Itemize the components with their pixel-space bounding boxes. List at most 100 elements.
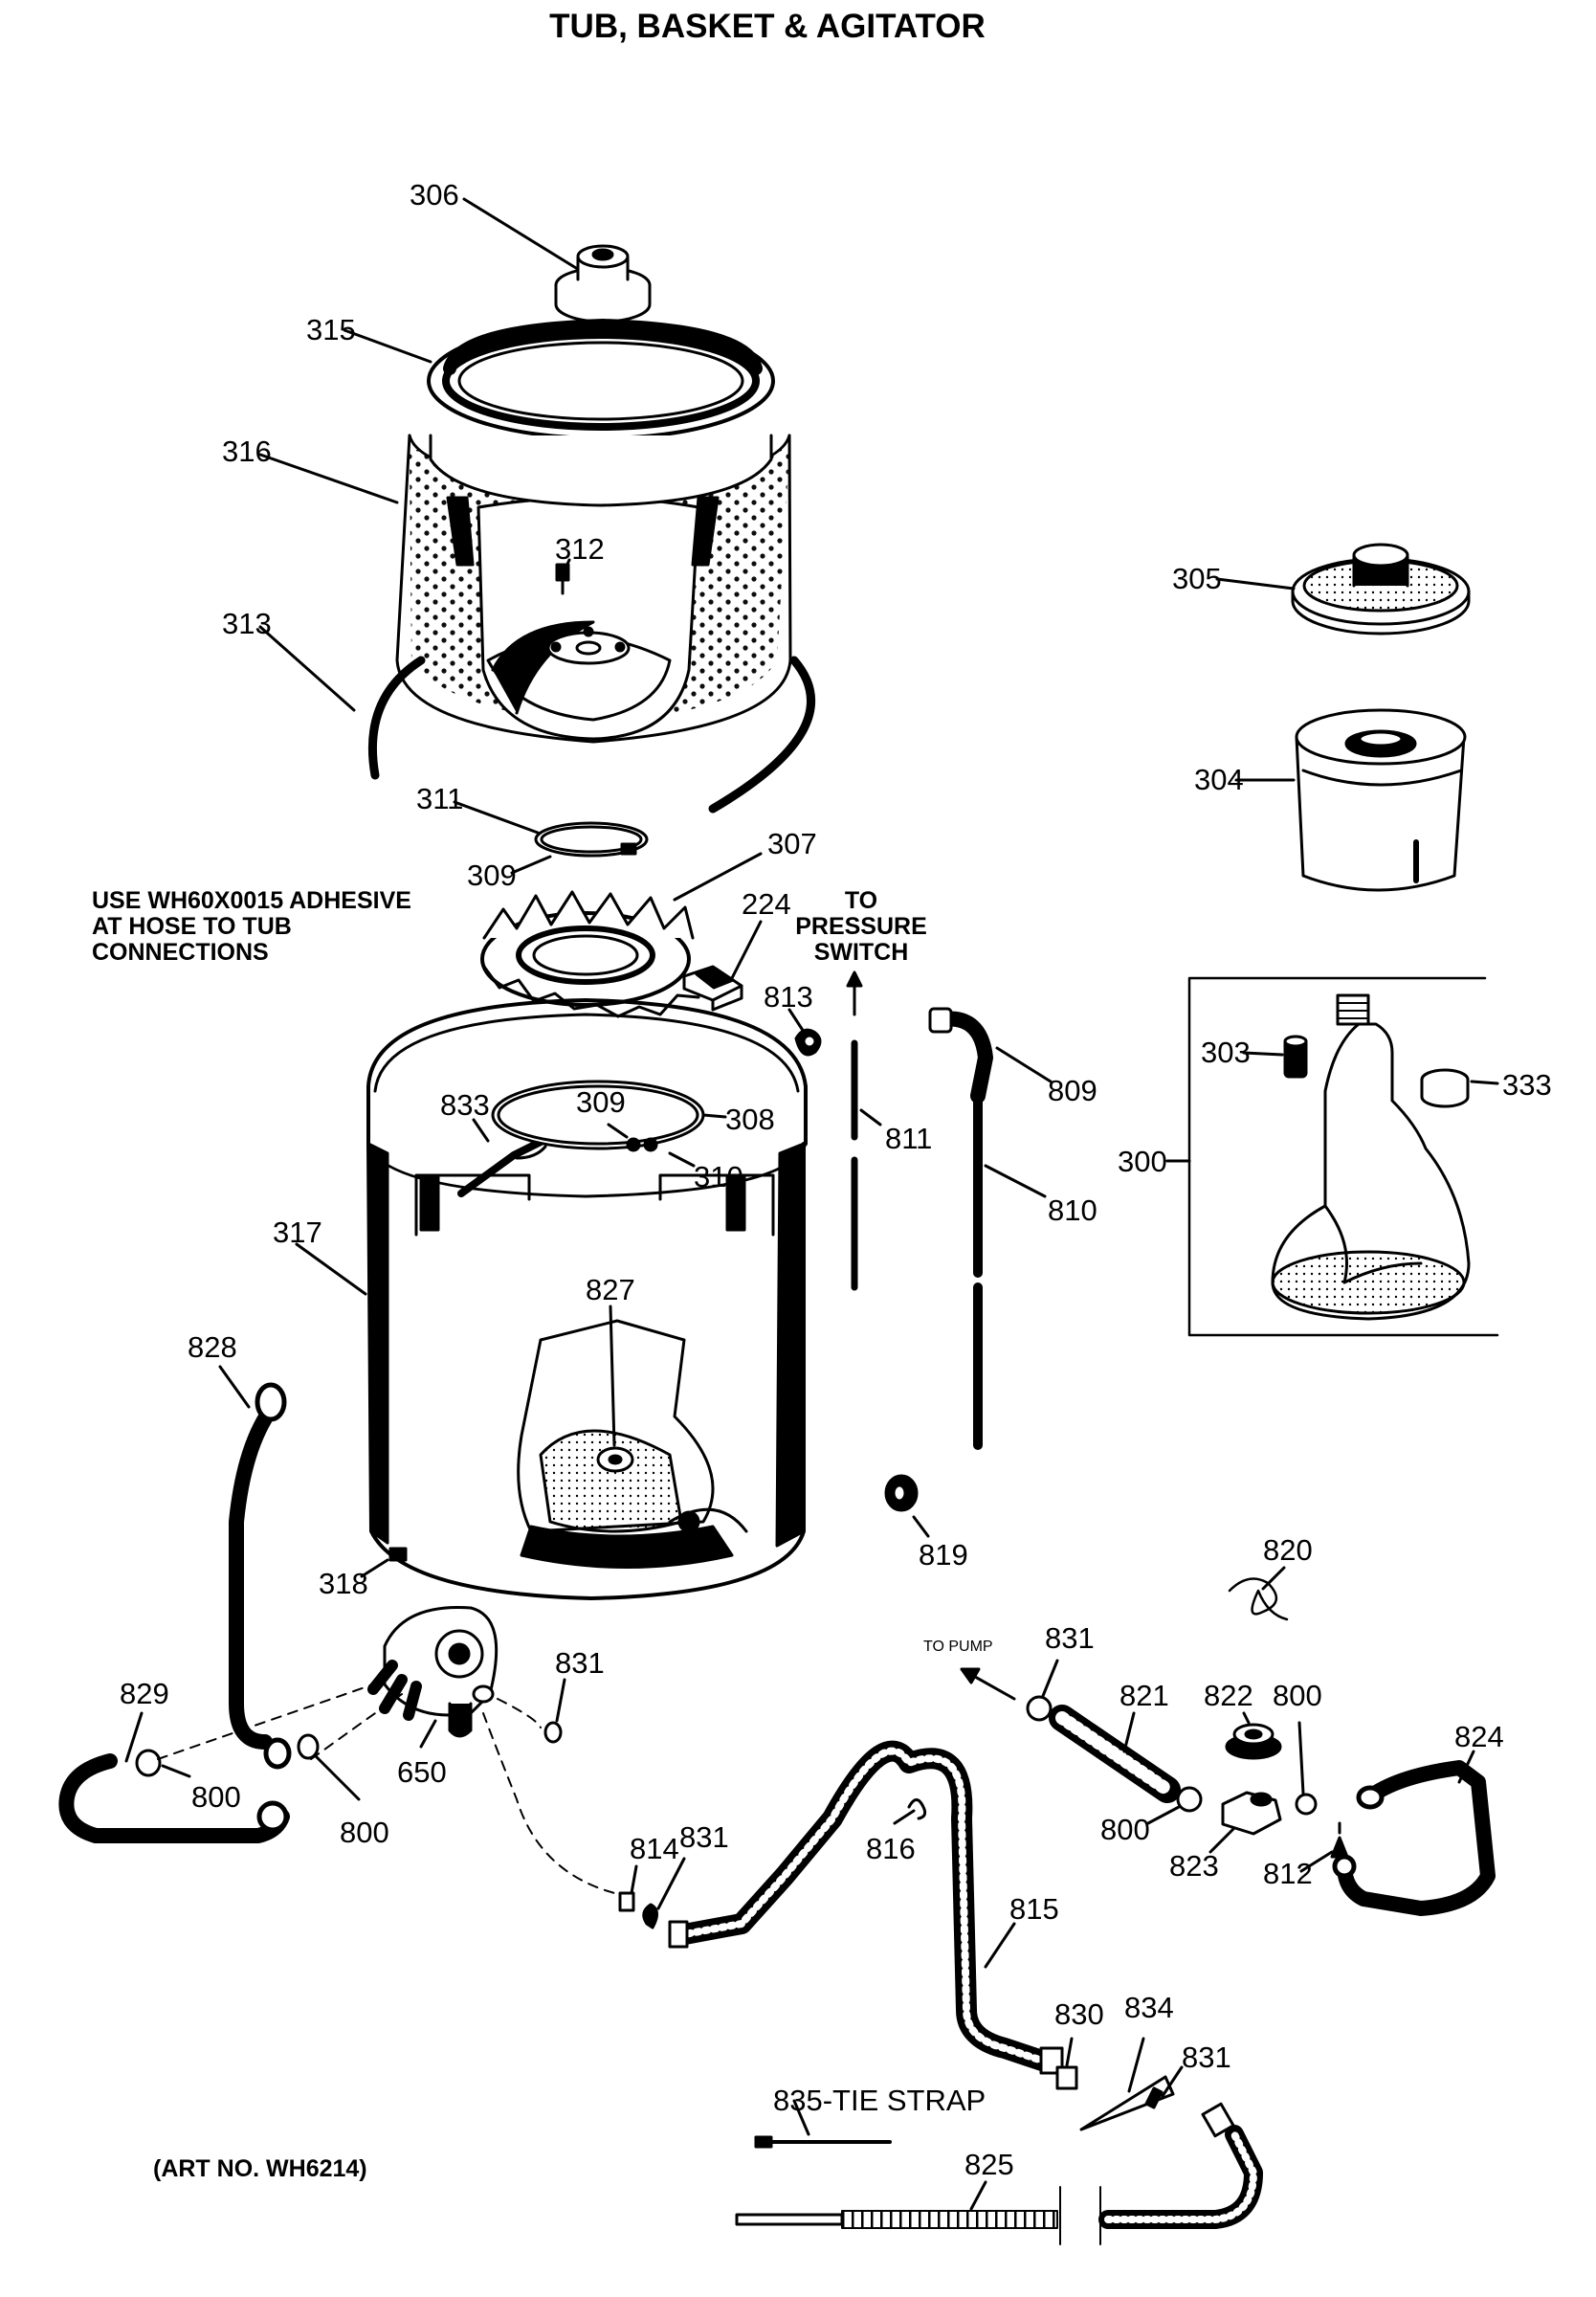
leader-811 (859, 1108, 882, 1126)
page-title: TUB, BASKET & AGITATOR (549, 8, 986, 45)
leader-828 (218, 1365, 251, 1409)
adhesive-note-line-1: USE WH60X0015 ADHESIVE (92, 887, 411, 914)
leader-812 (1299, 1850, 1334, 1873)
label-333: 333 (1502, 1068, 1552, 1102)
part-333-cap (1420, 1068, 1470, 1108)
label-809: 809 (1048, 1074, 1097, 1107)
part-831-clamp-b (1026, 1695, 1053, 1722)
art-number: (ART NO. WH6214) (153, 2155, 367, 2182)
leader-829 (124, 1711, 144, 1763)
label-800d: 800 (1100, 1813, 1150, 1846)
label-300: 300 (1118, 1145, 1167, 1178)
label-834: 834 (1124, 1991, 1174, 2024)
label-816: 816 (866, 1832, 916, 1865)
pressure-switch-note: TO PRESSURE SWITCH (794, 888, 928, 966)
leader-303 (1242, 1051, 1284, 1057)
part-814-connector (618, 1891, 635, 1912)
label-831b: 831 (1045, 1621, 1095, 1655)
label-306: 306 (410, 178, 459, 212)
label-830: 830 (1054, 1997, 1104, 2031)
pressure-note-line-3: SWITCH (813, 939, 909, 966)
label-814: 814 (630, 1832, 679, 1865)
label-310: 310 (694, 1160, 743, 1193)
label-316: 316 (222, 435, 272, 468)
leader-820 (1261, 1566, 1286, 1591)
part-800-ring-left (135, 1749, 162, 1777)
part-831-clamp-a (543, 1721, 563, 1744)
part-813-grommet (794, 1028, 822, 1057)
part-315-balance-ring (427, 319, 775, 507)
part-809-hose-elbow (928, 1007, 993, 1104)
leader-819 (912, 1515, 930, 1538)
leader-810 (984, 1164, 1047, 1198)
part-305-agitator-cover (1291, 543, 1471, 636)
part-307-snubber-ring (480, 890, 700, 1018)
part-800-ring-right-b (1295, 1793, 1318, 1816)
leader-830 (1065, 2037, 1074, 2067)
label-307: 307 (767, 827, 817, 860)
label-800a: 800 (191, 1780, 241, 1814)
leader-827 (609, 1305, 616, 1447)
leader-831a (555, 1678, 566, 1723)
label-650: 650 (397, 1755, 447, 1789)
label-311: 311 (416, 782, 463, 815)
leader-831b (1041, 1659, 1059, 1698)
leader-800a (161, 1764, 191, 1778)
part-831-clamp-d (1144, 2086, 1164, 2109)
leader-310 (668, 1151, 696, 1168)
to-pump-arrow-line (966, 1671, 1016, 1701)
leader-800d (1146, 1805, 1181, 1825)
label-317: 317 (273, 1215, 322, 1249)
part-318-clip (388, 1547, 408, 1562)
part-313-rim-strip-left (367, 656, 426, 780)
leader-308 (701, 1113, 727, 1119)
part-831-clamp-c (642, 1903, 658, 1929)
leader-650 (419, 1719, 437, 1749)
part-834-cone (1079, 2075, 1175, 2131)
to-pump-arrow-head (960, 1667, 981, 1684)
leader-824 (1457, 1750, 1475, 1784)
part-816-clip (907, 1798, 927, 1820)
label-824: 824 (1454, 1720, 1504, 1753)
label-813: 813 (764, 980, 813, 1014)
leader-800b (314, 1754, 361, 1801)
leader-835 (792, 2099, 810, 2136)
part-303-cap (1283, 1035, 1308, 1079)
part-820-clip (1228, 1577, 1289, 1621)
part-317-outer-tub (366, 998, 808, 1600)
label-829: 829 (120, 1677, 169, 1710)
label-833: 833 (440, 1088, 490, 1122)
part-830-coupling (1055, 2065, 1078, 2090)
leader-306 (462, 197, 578, 270)
label-318: 318 (319, 1567, 368, 1600)
leader-809 (995, 1046, 1053, 1083)
leader-815 (984, 1922, 1016, 1969)
leader-307 (673, 852, 763, 902)
part-835-tie-strap (754, 2135, 892, 2149)
part-650-pump (367, 1606, 499, 1738)
leader-318 (360, 1558, 389, 1578)
leader-825 (969, 2180, 987, 2211)
label-to-pump: TO PUMP (923, 1639, 993, 1655)
label-811: 811 (885, 1122, 932, 1155)
part-300-agitator-box (1187, 976, 1499, 1337)
leader-834 (1127, 2037, 1145, 2093)
leader-800c (1297, 1721, 1305, 1795)
part-824-hose (1332, 1760, 1496, 1916)
leader-833 (472, 1118, 490, 1143)
label-831d: 831 (1182, 2041, 1231, 2074)
label-827: 827 (586, 1273, 635, 1306)
label-800b: 800 (340, 1816, 389, 1849)
leader-309a (510, 855, 552, 875)
label-308: 308 (725, 1103, 775, 1136)
part-304-auger (1295, 708, 1467, 892)
leader-316 (258, 453, 399, 504)
leader-831d (1161, 2065, 1184, 2098)
adhesive-note-line-3: CONNECTIONS (92, 939, 269, 966)
label-828: 828 (188, 1330, 237, 1364)
part-313-rim-strip-right (708, 656, 815, 814)
leader-317 (295, 1242, 367, 1296)
label-822: 822 (1204, 1679, 1253, 1712)
leader-224 (730, 920, 763, 980)
